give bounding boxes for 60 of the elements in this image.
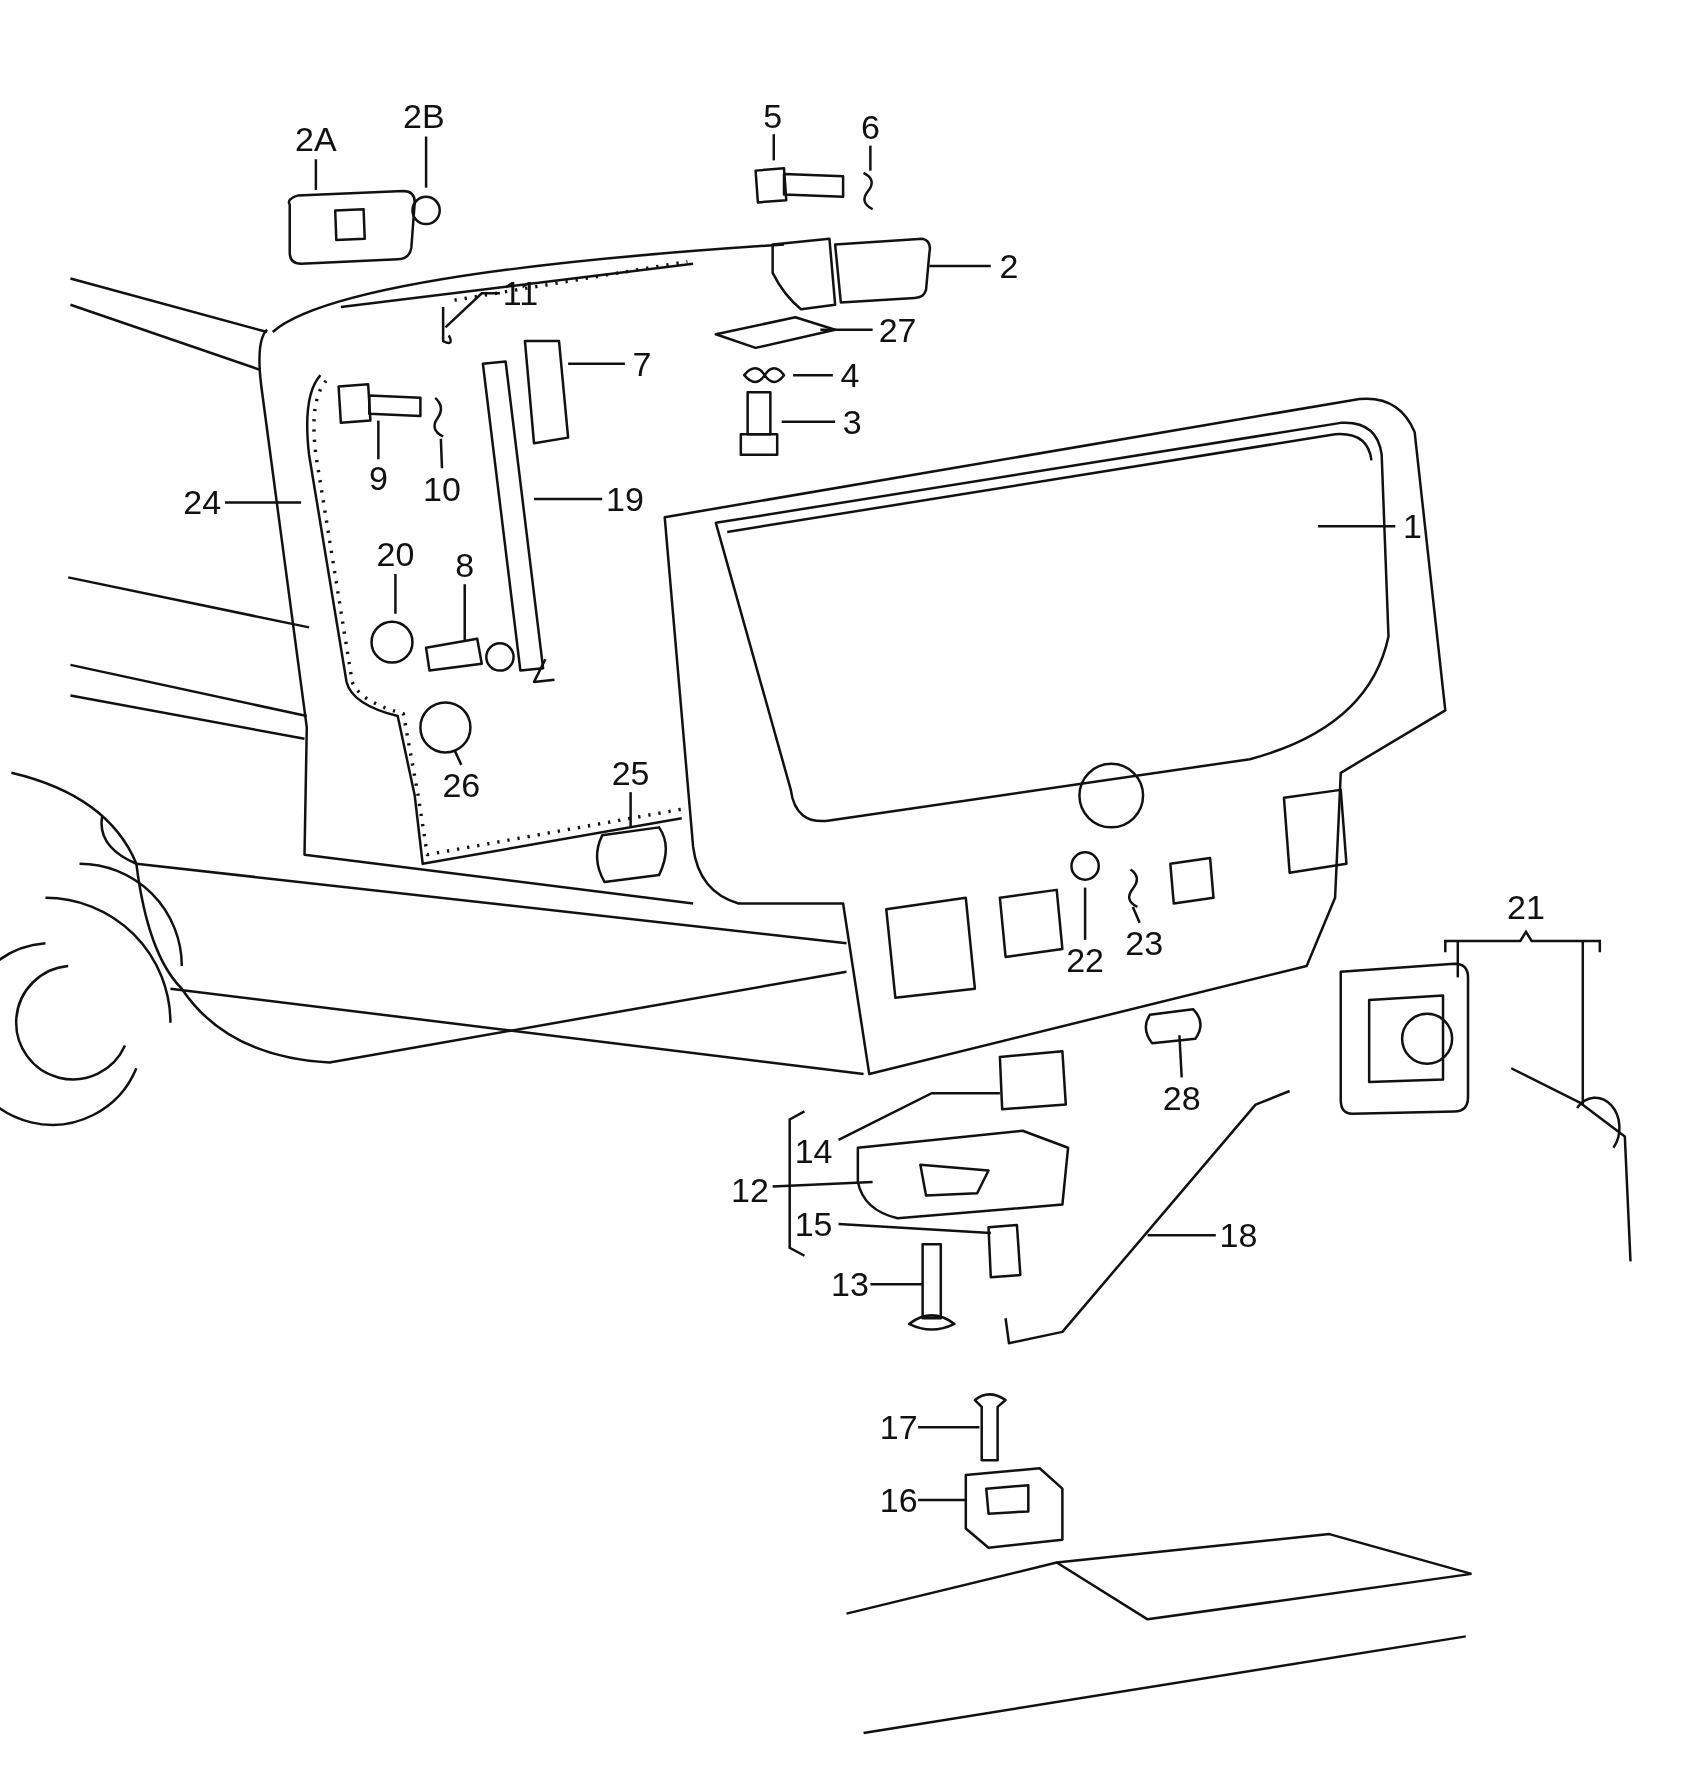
leader-line (568, 362, 625, 366)
callout-number: 26 (442, 768, 481, 803)
leader-line (1147, 1234, 1216, 1237)
callout-number: 6 (860, 110, 880, 145)
leader-line (439, 438, 444, 469)
callout-number: 14 (794, 1134, 833, 1168)
callout-number: 5 (763, 98, 783, 133)
leader-line (534, 497, 603, 501)
callout-number: 21 (1507, 889, 1545, 924)
leader-line (463, 584, 466, 642)
leader-line (1131, 906, 1141, 924)
leader-line (1178, 1035, 1183, 1078)
callout-number: 18 (1219, 1218, 1258, 1253)
callout-number: 16 (879, 1482, 918, 1517)
callout-number: 13 (831, 1266, 869, 1301)
callout-number: 9 (368, 461, 388, 496)
callout-number: 8 (455, 547, 475, 582)
leader-line (838, 1222, 991, 1235)
callout-number: 2A (295, 121, 337, 156)
leader-line (838, 1092, 1000, 1141)
callout-number: 15 (794, 1206, 833, 1241)
callout-number: 12 (731, 1172, 769, 1207)
callout-number: 1 (1402, 509, 1422, 544)
leader-line (1318, 525, 1396, 528)
leader-line (424, 136, 428, 188)
leader-line (918, 1426, 980, 1429)
leader-line (929, 264, 991, 268)
callout-number: 19 (606, 481, 644, 516)
callout-number: 17 (879, 1410, 918, 1445)
leader-line (793, 373, 833, 377)
leader-line (1581, 941, 1585, 1105)
leader-line (772, 1180, 873, 1188)
callout-number: 2 (999, 248, 1019, 283)
callout-number: 10 (423, 471, 461, 506)
callout-number: 23 (1125, 926, 1164, 961)
leader-line (444, 292, 500, 329)
leader-line (869, 145, 872, 171)
callout-number: 22 (1066, 943, 1104, 978)
callout-number: 25 (611, 755, 650, 790)
leader-line (453, 749, 463, 766)
leader-line (377, 420, 380, 460)
leader-line (629, 792, 632, 828)
callout-number: 27 (878, 312, 917, 347)
callout-number: 2B (403, 98, 445, 133)
leader-line (781, 420, 836, 423)
leader-line (225, 501, 302, 504)
leader-line (820, 328, 873, 331)
leader-line (918, 1498, 966, 1502)
callout-number: 24 (183, 485, 222, 520)
leader-line (1083, 887, 1087, 940)
leader-line (394, 574, 397, 614)
callout-number: 4 (840, 357, 860, 392)
leader-line (870, 1282, 923, 1286)
callout-number: 7 (632, 346, 652, 381)
leader-line (1456, 941, 1460, 978)
callout-number: 20 (376, 537, 415, 572)
callout-number: 3 (842, 404, 862, 439)
callout-number: 28 (1162, 1080, 1201, 1115)
leader-line (314, 159, 318, 190)
leader-line (772, 134, 776, 161)
